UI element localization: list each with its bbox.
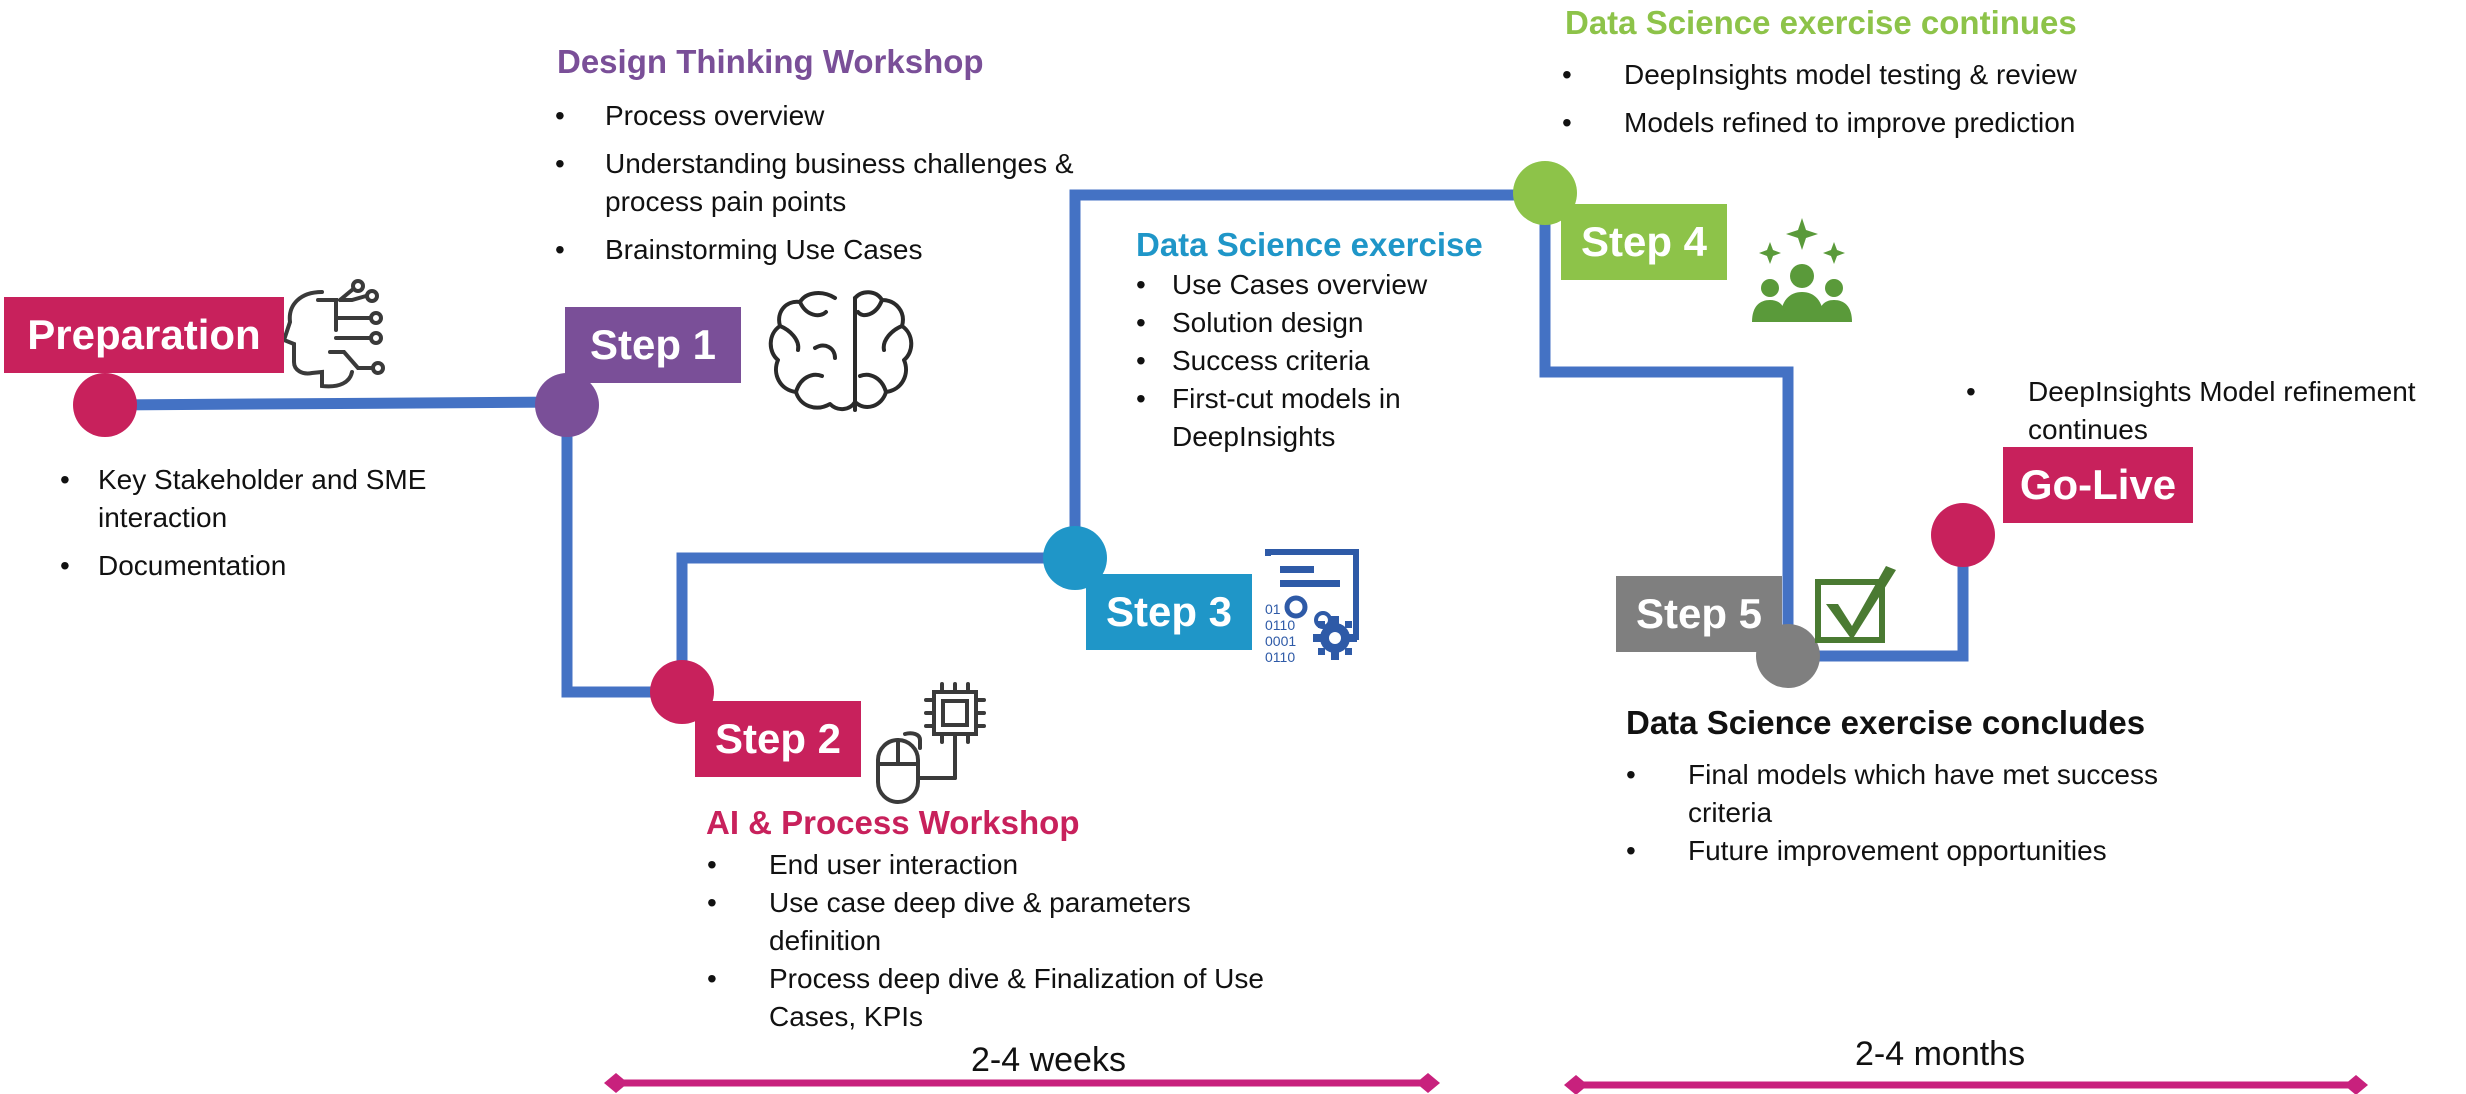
step5-label: Step 5 (1616, 576, 1782, 652)
step5-title: Data Science exercise concludes (1626, 704, 2146, 741)
list-item: •Success criteria (1136, 345, 1370, 376)
preparation-label: Preparation (4, 297, 284, 373)
brain-icon (768, 290, 914, 412)
months-duration-label: 2-4 months (1855, 1035, 2026, 1073)
list-item: •Future improvement opportunities (1626, 835, 2107, 866)
step1-node (535, 373, 599, 437)
list-item: •DeepInsights model testing & review (1562, 59, 2077, 90)
weeks-duration-label: 2-4 weeks (971, 1041, 1126, 1079)
step3-title: Data Science exercise (1136, 226, 1483, 263)
binary-line-4: 0110 (1265, 649, 1295, 665)
binary-line-3: 0001 (1265, 633, 1296, 649)
step5-bullets: •Final models which have met success cri… (1626, 756, 2186, 870)
list-item: •First-cut models in DeepInsights (1136, 383, 1401, 452)
list-item: •Documentation (60, 550, 287, 581)
list-item: •Solution design (1136, 307, 1364, 338)
step2-label: Step 2 (695, 701, 861, 777)
binary-line-1: 01 (1265, 601, 1281, 617)
weeks-duration-arrow (604, 1073, 1440, 1093)
list-item: •Process overview (555, 100, 825, 131)
step1-title: Design Thinking Workshop (557, 43, 984, 80)
preparation-node (73, 373, 137, 437)
list-item: •Brainstorming Use Cases (555, 234, 923, 265)
list-item: •End user interaction (707, 849, 1019, 880)
chip-mouse-icon (876, 682, 986, 804)
golive-label: Go-Live (2003, 447, 2193, 523)
list-item: •Models refined to improve prediction (1562, 107, 2076, 138)
list-item: •Understanding business challenges & pro… (555, 148, 1074, 217)
step2-bullets: •End user interaction •Use case deep div… (707, 846, 1267, 1036)
binary-gears-document-icon: 01 0110 0001 0110 (1265, 549, 1359, 665)
step1-label: Step 1 (565, 307, 741, 383)
step3-label: Step 3 (1086, 574, 1252, 650)
step1-bullets: •Process overview •Understanding busines… (555, 97, 1095, 269)
step4-bullets: •DeepInsights model testing & review •Mo… (1562, 56, 2182, 142)
step4-label: Step 4 (1561, 204, 1727, 280)
list-item: •Final models which have met success cri… (1626, 759, 2158, 828)
months-duration-arrow (1564, 1075, 2368, 1094)
golive-node (1931, 503, 1995, 567)
list-item: •DeepInsights Model refinement continues (1966, 376, 2416, 445)
step3-bullets: •Use Cases overview •Solution design •Su… (1136, 266, 1496, 456)
checkbox-checkmark-icon (1815, 566, 1896, 643)
list-item: •Use Cases overview (1136, 269, 1428, 300)
step4-title: Data Science exercise continues (1565, 4, 2077, 41)
team-sparkle-icon (1752, 218, 1852, 322)
step2-title: AI & Process Workshop (706, 804, 1080, 841)
preparation-bullets: •Key Stakeholder and SME interaction •Do… (60, 461, 480, 585)
list-item: •Use case deep dive & parameters definit… (707, 887, 1191, 956)
ai-circuit-head-icon (281, 279, 385, 389)
binary-line-2: 0110 (1265, 617, 1295, 633)
list-item: •Key Stakeholder and SME interaction (60, 464, 427, 533)
list-item: •Process deep dive & Finalization of Use… (707, 963, 1264, 1032)
golive-bullets: •DeepInsights Model refinement continues (1966, 373, 2456, 449)
